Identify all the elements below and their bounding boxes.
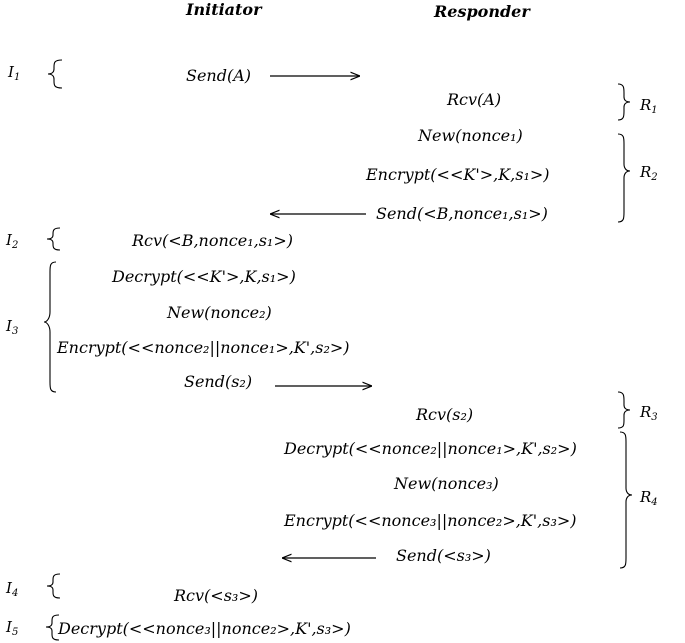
label-r2: R2 (640, 163, 658, 183)
brace-i1 (47, 59, 63, 89)
label-i2: I2 (6, 231, 19, 251)
step-encrypt-n2n1: Encrypt(<<nonce₂||nonce₁>,K',s₂>) (57, 338, 350, 357)
initiator-header: Initiator (186, 0, 262, 19)
brace-i4 (46, 573, 61, 599)
brace-r3 (617, 391, 631, 429)
brace-r4 (619, 431, 633, 569)
label-r3: R3 (640, 403, 658, 423)
brace-i5 (45, 614, 60, 641)
step-send-s2: Send(s₂) (184, 372, 253, 391)
step-new-nonce2: New(nonce₂) (167, 303, 272, 322)
step-encrypt-k: Encrypt(<<K'>,K,s₁>) (366, 165, 550, 184)
step-decrypt-n3n2: Decrypt(<<nonce₃||nonce₂>,K',s₃>) (58, 619, 351, 638)
label-i4: I4 (6, 579, 19, 599)
label-i3: I3 (6, 317, 19, 337)
label-r4: R4 (640, 488, 658, 508)
label-i5: I5 (6, 618, 19, 638)
step-decrypt-k: Decrypt(<<K'>,K,s₁>) (112, 267, 296, 286)
label-r1: R1 (640, 96, 658, 116)
step-new-nonce3: New(nonce₃) (394, 474, 499, 493)
step-send-a: Send(A) (186, 66, 252, 85)
step-send-s3: Send(<s₃>) (396, 546, 491, 565)
step-rcv-a: Rcv(A) (447, 90, 502, 109)
brace-i3 (43, 261, 57, 393)
label-i1: I1 (8, 63, 21, 83)
brace-i2 (46, 227, 61, 251)
step-rcv-s3: Rcv(<s₃>) (174, 586, 258, 605)
step-encrypt-n3n2: Encrypt(<<nonce₃||nonce₂>,K',s₃>) (284, 511, 577, 530)
step-send-b: Send(<B,nonce₁,s₁>) (376, 204, 548, 223)
step-decrypt-n2n1: Decrypt(<<nonce₂||nonce₁>,K',s₂>) (284, 439, 577, 458)
brace-r1 (617, 83, 631, 121)
step-rcv-b: Rcv(<B,nonce₁,s₁>) (132, 231, 293, 250)
step-new-nonce1: New(nonce₁) (418, 126, 523, 145)
responder-header: Responder (434, 2, 530, 21)
step-rcv-s2: Rcv(s₂) (416, 405, 474, 424)
brace-r2 (617, 133, 631, 223)
